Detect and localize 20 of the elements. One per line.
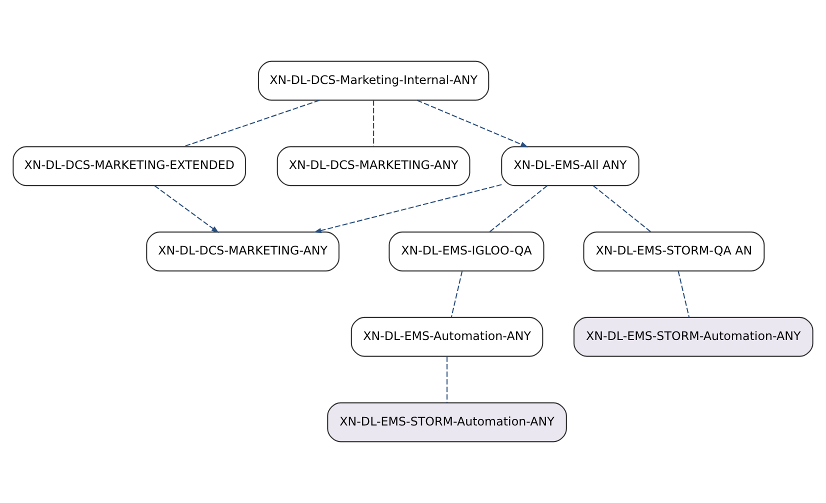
arrow xyxy=(314,184,502,234)
node-box: XN-DL-EMS-Automation-ANY xyxy=(350,316,544,357)
node-box: XN-DL-DCS-Marketing-Internal-ANY xyxy=(258,60,490,101)
arrow xyxy=(154,185,220,233)
connector xyxy=(450,270,463,318)
node-box: XN-DL-DCS-MARKETING-ANY xyxy=(146,232,340,272)
connector xyxy=(373,100,374,147)
node-box: XN-DL-EMS-All ANY xyxy=(501,146,640,186)
node-box: XN-DL-DCS-MARKETING-EXTENDED xyxy=(12,146,246,186)
node-box: XN-DL-EMS-STORM-Automation-ANY xyxy=(573,316,814,357)
node-box: XN-DL-EMS-STORM-Automation-ANY xyxy=(327,402,567,442)
connector xyxy=(489,185,548,232)
connector xyxy=(592,185,652,232)
node-box: XN-DL-EMS-IGLOO-QA xyxy=(388,232,544,272)
node-box: XN-DL-DCS-MARKETING-ANY xyxy=(276,146,470,186)
connector xyxy=(678,270,690,318)
node-box: XN-DL-EMS-STORM-QA AN xyxy=(583,232,765,272)
arrow xyxy=(417,100,528,148)
connector xyxy=(183,100,320,148)
connector xyxy=(446,356,448,403)
